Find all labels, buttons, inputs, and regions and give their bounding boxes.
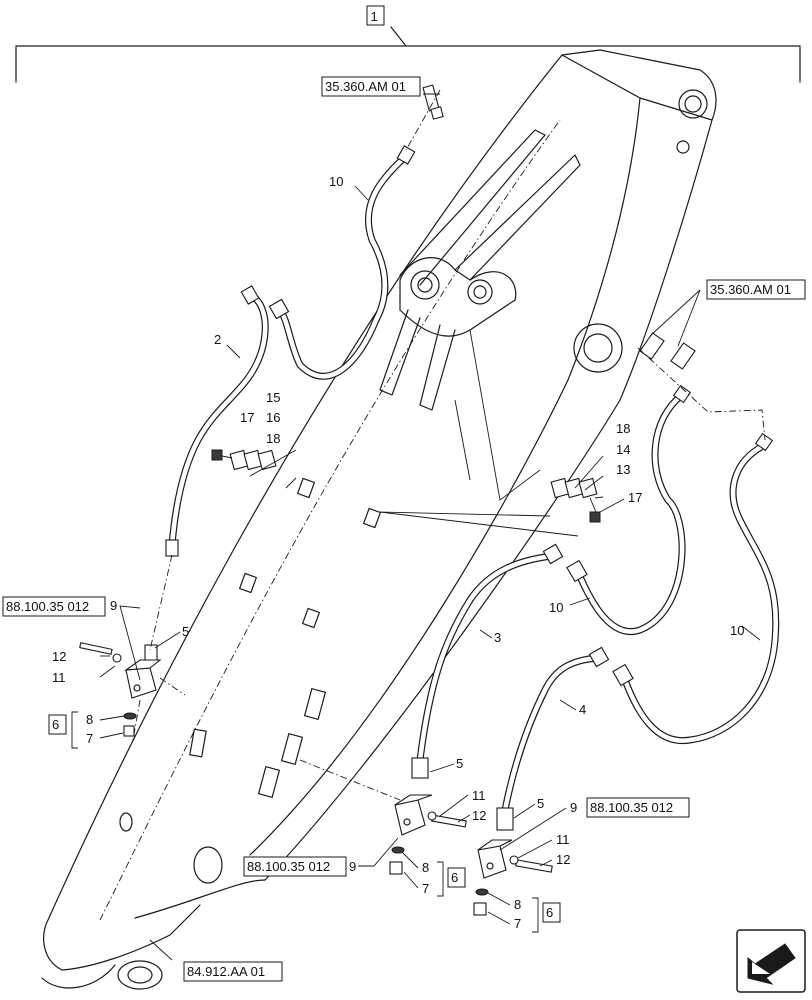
fittings	[144, 84, 774, 831]
callout-7-center: 7	[422, 881, 429, 896]
ref-code-top[interactable]: 35.360.AM 01	[325, 79, 406, 94]
arm-body	[41, 49, 717, 990]
callout-6-center: 6	[451, 870, 458, 885]
ref-box-center-block[interactable]: 88.100.35 012	[243, 856, 347, 877]
item6-box-right	[542, 902, 561, 923]
ref-code-center-block[interactable]: 88.100.35 012	[247, 859, 330, 874]
callout-5-right: 5	[537, 796, 544, 811]
block-right	[473, 839, 553, 916]
ref-code-right-block[interactable]: 88.100.35 012	[590, 800, 673, 815]
callout-5-center: 5	[456, 756, 463, 771]
hose-clips	[189, 477, 381, 798]
callout-12-center: 12	[472, 808, 486, 823]
assembly-bracket: 1	[15, 5, 801, 83]
callout-17-left: 17	[240, 410, 254, 425]
assembly-number: 1	[371, 9, 378, 24]
ref-code-bottom[interactable]: 84.912.AA 01	[187, 964, 265, 979]
callout-11-left: 11	[52, 670, 66, 685]
ref-code-left-block[interactable]: 88.100.35 012	[6, 599, 89, 614]
block-center	[389, 794, 467, 875]
assembly-number-box	[366, 5, 385, 26]
callout-10-top: 10	[329, 174, 343, 189]
clamp-group-right	[550, 477, 601, 523]
callout-8-center: 8	[422, 860, 429, 875]
ref-code-right[interactable]: 35.360.AM 01	[710, 282, 791, 297]
block-left	[79, 642, 186, 741]
callout-11-right: 11	[556, 832, 570, 847]
callout-18-right: 18	[616, 421, 630, 436]
clamp-group-left	[211, 449, 277, 471]
callout-13: 13	[616, 462, 630, 477]
callout-16: 16	[266, 410, 280, 425]
item6-box-left	[48, 714, 67, 735]
connection-lines	[149, 89, 766, 801]
callout-8-right: 8	[514, 897, 521, 912]
callout-12-right: 12	[556, 852, 570, 867]
ref-box-right-block[interactable]: 88.100.35 012	[586, 797, 690, 818]
callout-12-left: 12	[52, 649, 66, 664]
callout-labels: 10 2 15 16 17 18 18 14 13 17 9 5 12 11 6…	[52, 174, 744, 931]
callout-18-left: 18	[266, 431, 280, 446]
ref-box-right[interactable]: 35.360.AM 01	[706, 279, 806, 300]
callout-15: 15	[266, 390, 280, 405]
callout-10-mid: 10	[549, 600, 563, 615]
callout-2: 2	[214, 332, 221, 347]
ref-box-top[interactable]: 35.360.AM 01	[321, 76, 421, 97]
arrow-icon[interactable]	[736, 929, 806, 993]
hoses	[168, 154, 780, 814]
ref-box-left-block[interactable]: 88.100.35 012	[2, 596, 106, 617]
callout-6-left: 6	[52, 717, 59, 732]
callout-10-right: 10	[730, 623, 744, 638]
callout-8-left: 8	[86, 712, 93, 727]
callout-7-left: 7	[86, 731, 93, 746]
callout-11-center: 11	[472, 788, 486, 803]
item6-box-center	[447, 867, 466, 888]
callout-14: 14	[616, 442, 630, 457]
callout-5-left: 5	[182, 624, 189, 639]
ref-box-bottom[interactable]: 84.912.AA 01	[183, 961, 283, 982]
callout-3: 3	[494, 630, 501, 645]
leader-lines	[71, 93, 761, 961]
callout-9-left: 9	[110, 598, 117, 613]
callout-6-right: 6	[546, 905, 553, 920]
callout-9-right: 9	[570, 800, 577, 815]
callout-9-center: 9	[349, 859, 356, 874]
callout-17-right: 17	[628, 490, 642, 505]
callout-7-right: 7	[514, 916, 521, 931]
callout-4: 4	[579, 702, 586, 717]
